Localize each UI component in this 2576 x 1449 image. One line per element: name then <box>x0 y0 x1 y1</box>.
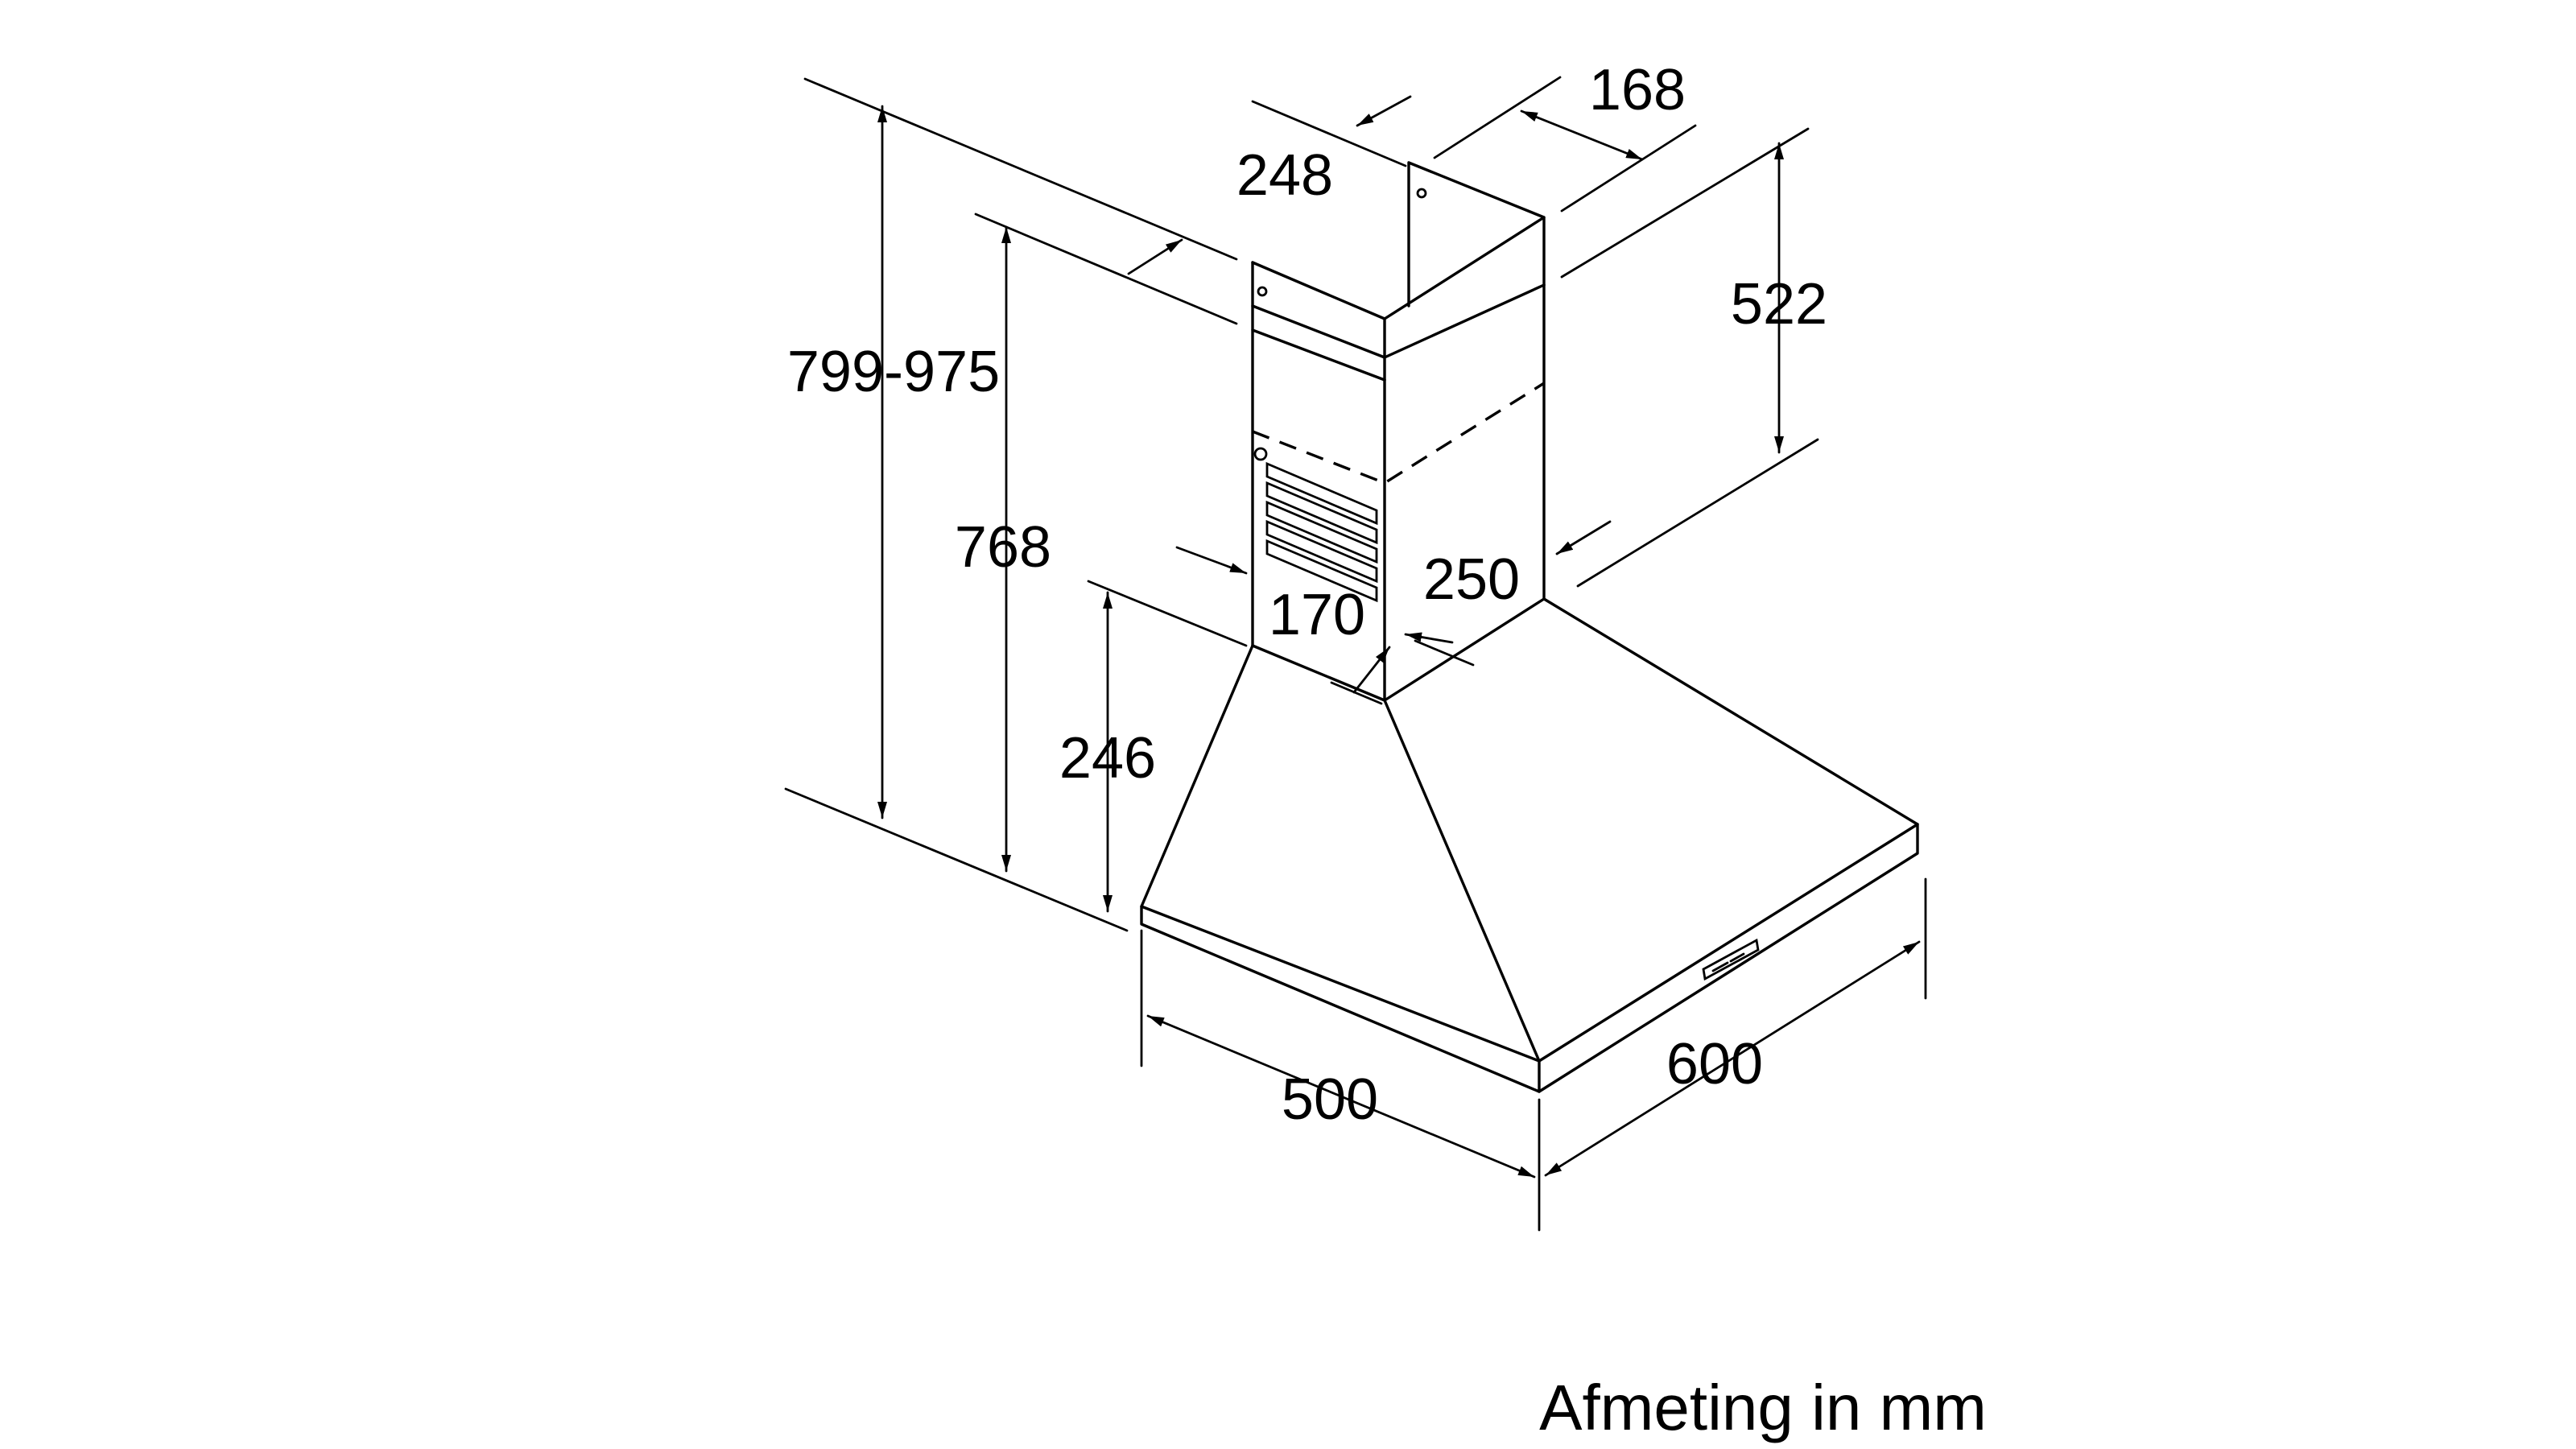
label-canopy-depth: 500 <box>1282 1067 1378 1132</box>
dim-arrow-inner-depth-b <box>1404 632 1454 644</box>
dim-arrow-chimney-side <box>1520 109 1644 161</box>
dimension-arrows <box>877 95 1921 1179</box>
label-inner-chimney-width: 170 <box>1269 583 1365 647</box>
label-inner-chimney-depth: 250 <box>1423 547 1520 612</box>
outer-chimney-left-top <box>1251 261 1386 382</box>
dim-arrow-inner-width-b <box>1352 646 1391 694</box>
outer-chimney-top-rim <box>1251 283 1546 359</box>
outer-chimney-front <box>1251 261 1386 382</box>
dimension-labels: 799-975 768 246 522 248 168 170 250 500 … <box>787 58 1827 1132</box>
dim-arrow-chimney-front-b <box>1127 238 1183 275</box>
dim-arrow-inner-depth-a <box>1555 520 1612 555</box>
canopy-back-edge <box>1542 597 1919 826</box>
canopy-rim <box>1140 823 1919 1093</box>
inner-chimney-base <box>1251 597 1546 702</box>
unit-note: Afmeting in mm <box>1539 1372 1987 1443</box>
screw-hole-inner <box>1253 447 1268 461</box>
dim-arrow-inner-width-a <box>1175 546 1248 575</box>
label-chimney-upper-height: 522 <box>1731 272 1827 336</box>
outer-chimney-rear-panel <box>1407 161 1546 308</box>
screw-hole-left <box>1257 286 1268 297</box>
dim-arrow-canopy-depth <box>1146 1014 1536 1179</box>
label-total-height: 799-975 <box>787 340 1000 404</box>
extension-lines <box>784 76 1927 1232</box>
hood-outline <box>1140 161 1919 1093</box>
canopy-front-slope <box>1383 699 1541 1063</box>
overlap-dashed-line <box>1252 382 1545 485</box>
canopy-left-slope <box>1140 644 1254 908</box>
screw-hole-rear <box>1416 188 1427 199</box>
label-canopy-width: 600 <box>1666 1032 1763 1096</box>
dim-arrow-canopy-width <box>1544 940 1921 1177</box>
label-chimney-front-width: 248 <box>1236 143 1333 208</box>
label-chimney-side-depth: 168 <box>1589 58 1686 122</box>
label-canopy-height: 246 <box>1059 726 1156 791</box>
dim-arrow-chimney-front-a <box>1356 95 1412 127</box>
vent-grille <box>1265 461 1378 603</box>
label-body-height: 768 <box>955 515 1051 580</box>
